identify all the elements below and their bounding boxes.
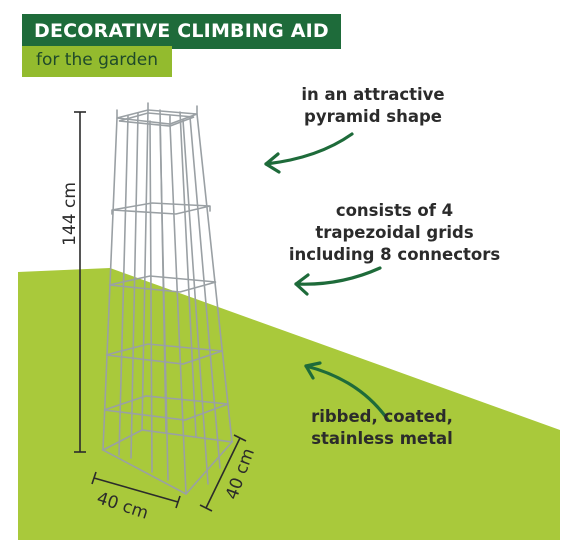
callout-grids: consists of 4 trapezoidal grids includin… [282, 200, 507, 266]
subtitle-banner: for the garden [22, 46, 173, 77]
callout-shape-line-2: pyramid shape [304, 107, 442, 126]
arrow-shape-icon [264, 132, 354, 166]
width-dimension-line [93, 477, 179, 503]
callout-grids-line-3: including 8 connectors [288, 245, 501, 264]
arrow-grids-icon [294, 266, 382, 286]
callout-material-line-1: ribbed, coated, [311, 407, 453, 426]
callout-grids-line-1: consists of 4 [335, 201, 454, 220]
callout-material: ribbed, coated, stainless metal [302, 406, 462, 450]
callout-shape-line-1: in an attractive [301, 85, 445, 104]
title-banner: DECORATIVE CLIMBING AID [22, 14, 341, 49]
callout-grids-line-2: trapezoidal grids [315, 223, 474, 242]
arrow-material-icon [304, 364, 390, 422]
callout-shape: in an attractive pyramid shape [288, 84, 458, 128]
callout-material-line-2: stainless metal [311, 429, 453, 448]
height-label: 144 cm [59, 182, 80, 246]
depth-dimension-line [205, 437, 241, 509]
